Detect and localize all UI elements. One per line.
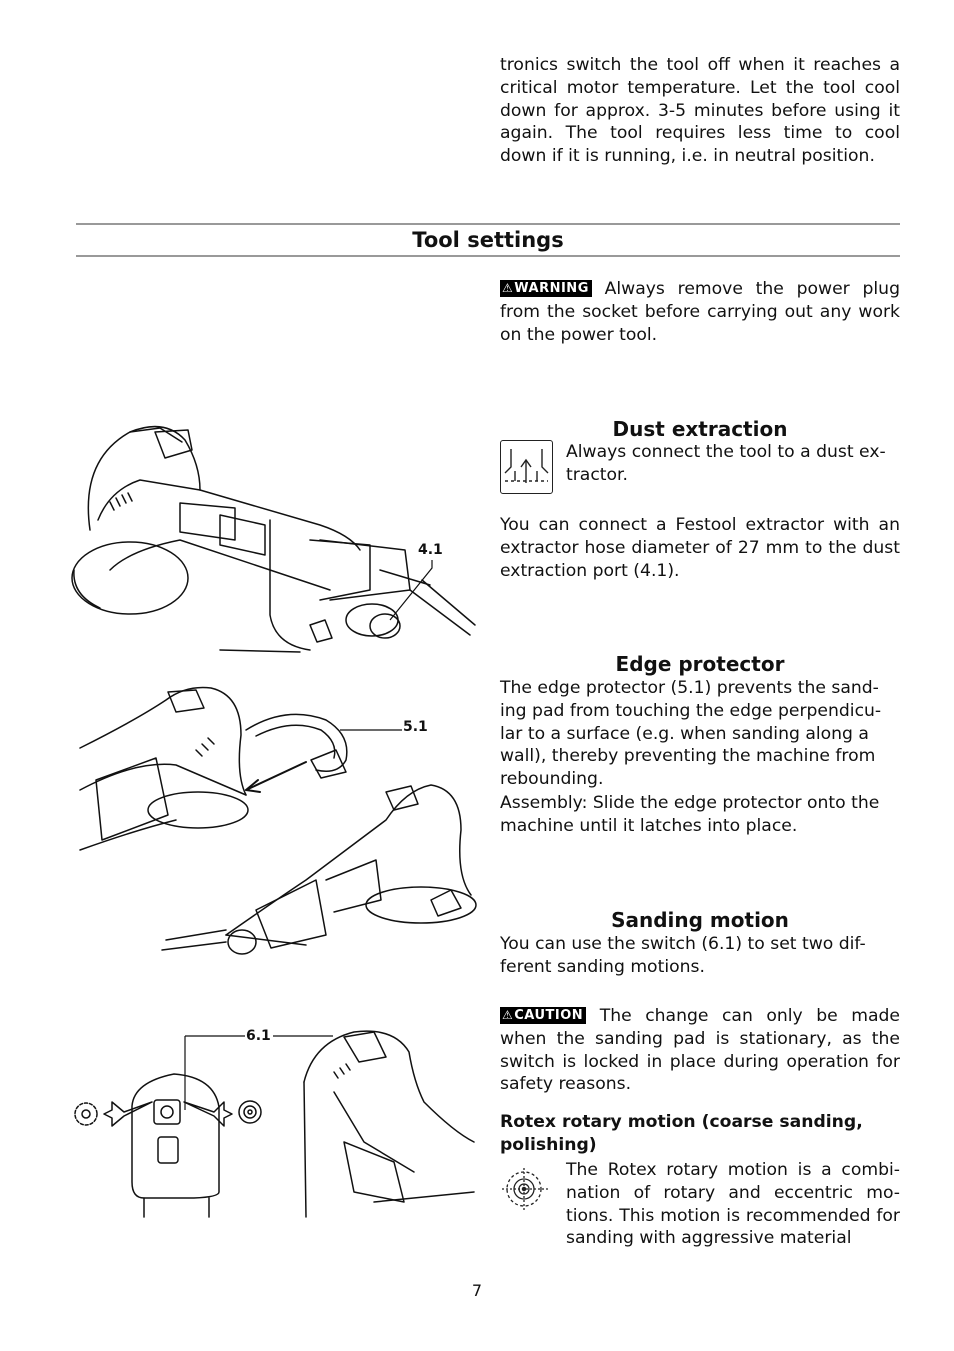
callout-6-1: 6.1	[246, 1028, 271, 1044]
dust-extraction-heading: Dust extraction	[612, 417, 788, 441]
caution-badge: ⚠CAUTION	[500, 1007, 587, 1024]
sanding-motion-figure	[74, 1022, 480, 1222]
edge-protector-paragraph: The edge protector (5.1) prevents the sa…	[500, 678, 882, 790]
dust-extraction-note: Always connect the tool to a dust ex-tra…	[566, 442, 886, 485]
warning-triangle-icon: ⚠	[502, 281, 514, 295]
rotex-text: The Rotex rotary motion is a combi-natio…	[566, 1160, 900, 1249]
section-rule-top	[76, 223, 900, 225]
edge-protector-figure	[76, 680, 480, 970]
warning-text: Always remove the power plug from the so…	[500, 279, 900, 345]
callout-5-1: 5.1	[403, 719, 428, 735]
page-number: 7	[471, 1281, 483, 1300]
warning-block: ⚠WARNING Always remove the power plug fr…	[500, 278, 900, 346]
caution-triangle-icon: ⚠	[502, 1008, 514, 1022]
callout-4-1: 4.1	[418, 542, 443, 558]
callout-6-1-leader	[184, 1035, 333, 1110]
sanding-motion-heading: Sanding motion	[611, 908, 789, 932]
edge-protector-assembly: Assembly: Slide the edge protector onto …	[500, 793, 880, 836]
rotary-motion-icon	[500, 1168, 552, 1214]
rotex-subheading: Rotex rotary motion (coarse sanding, pol…	[500, 1112, 863, 1155]
intro-paragraph: tronics switch the tool off when it reac…	[500, 55, 900, 167]
dust-extraction-figure	[70, 420, 480, 660]
section-title: Tool settings	[412, 228, 564, 252]
dust-extraction-paragraph: You can connect a Festool extractor with…	[500, 515, 900, 581]
caution-block: ⚠CAUTION The change can only be made whe…	[500, 1005, 900, 1096]
sanding-motion-paragraph: You can use the switch (6.1) to set two …	[500, 934, 866, 977]
warning-badge: ⚠WARNING	[500, 280, 592, 297]
callout-4-1-leader	[389, 560, 433, 621]
callout-5-1-leader	[340, 729, 402, 731]
section-rule-bottom	[76, 255, 900, 257]
caution-text: The change can only be made when the san…	[500, 1006, 901, 1095]
dust-extractor-icon	[500, 440, 553, 494]
edge-protector-heading: Edge protector	[615, 652, 785, 676]
